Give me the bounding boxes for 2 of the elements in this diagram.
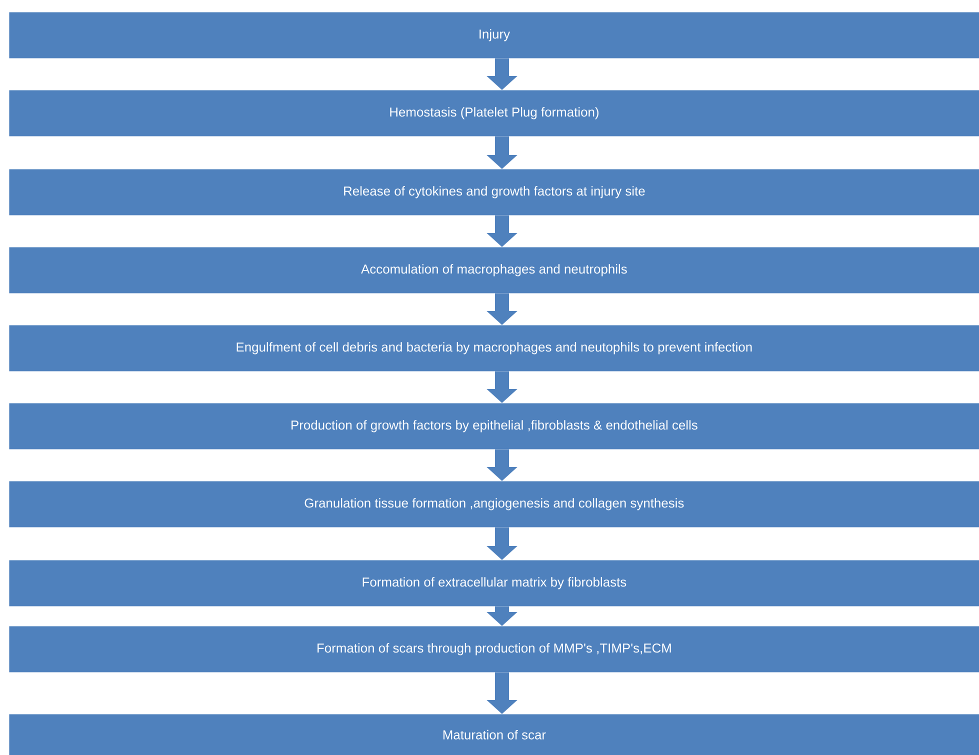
step-box: Injury [9, 12, 979, 58]
step-box: Maturation of scar [9, 714, 979, 755]
